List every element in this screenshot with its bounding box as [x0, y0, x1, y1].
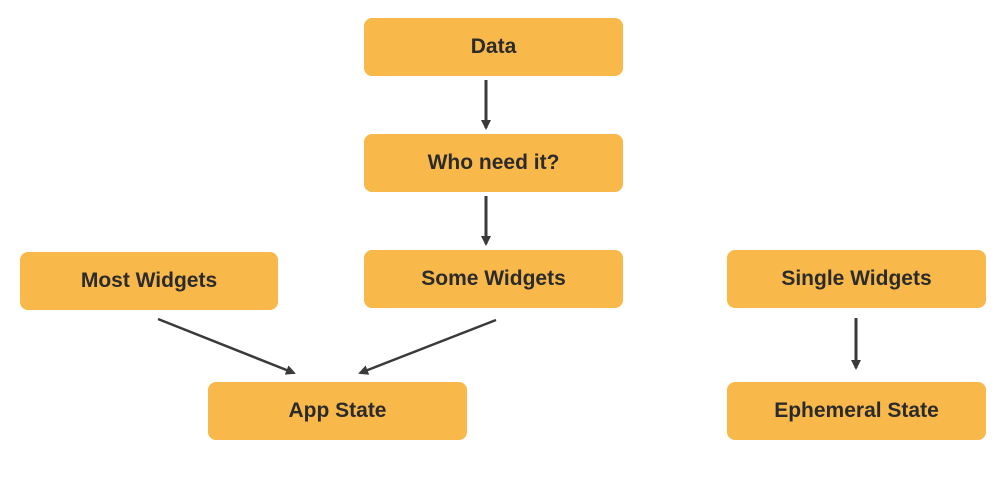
- node-most-widgets-label: Most Widgets: [80, 269, 218, 292]
- node-ephemeral-state: Ephemeral State: [727, 382, 986, 440]
- node-single-widgets: Single Widgets: [727, 250, 986, 308]
- node-app-state: App State: [208, 382, 467, 440]
- edge-most-widgets-to-app-state: [157, 317, 296, 375]
- node-some-widgets-label: Some Widgets: [421, 267, 566, 290]
- node-data: Data: [364, 18, 623, 76]
- node-who-need-it-label: Who need it?: [427, 151, 560, 174]
- node-most-widgets: Most Widgets: [20, 252, 278, 310]
- edge-some-widgets-to-app-state: [358, 318, 497, 375]
- node-who-need-it: Who need it?: [364, 134, 623, 192]
- node-some-widgets: Some Widgets: [364, 250, 623, 308]
- node-data-label: Data: [470, 35, 517, 58]
- node-single-widgets-label: Single Widgets: [781, 267, 932, 290]
- node-app-state-label: App State: [288, 399, 387, 422]
- node-ephemeral-state-label: Ephemeral State: [774, 399, 939, 422]
